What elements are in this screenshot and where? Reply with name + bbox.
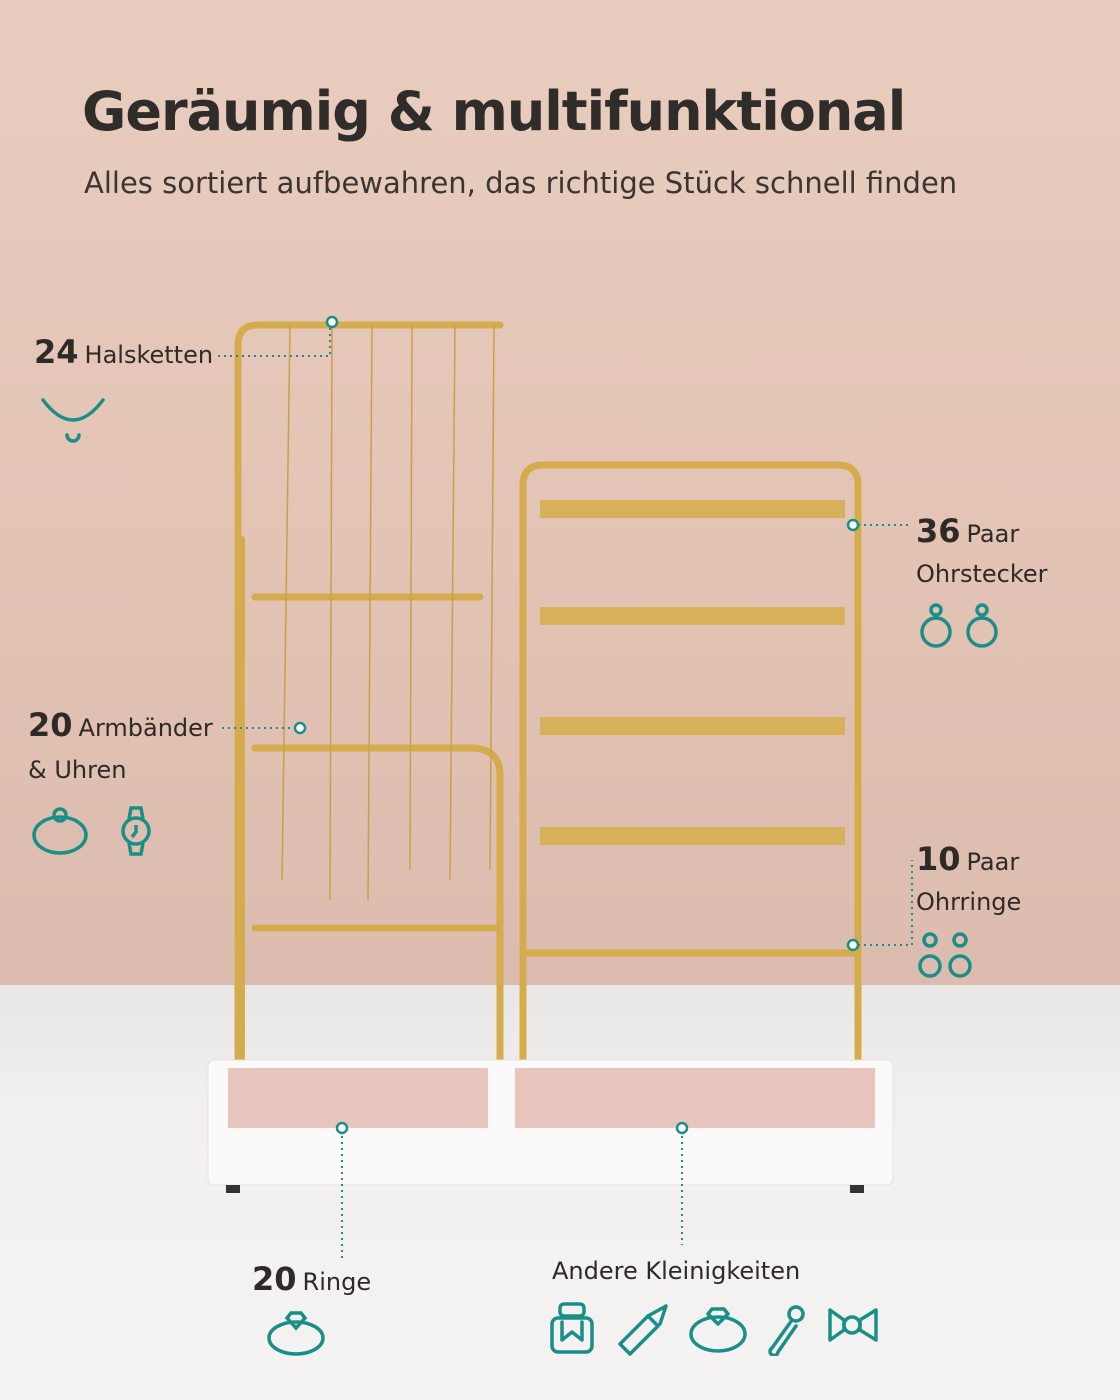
other-items-label: Andere Kleinigkeiten (552, 1257, 801, 1285)
lipstick-icon (618, 1304, 668, 1356)
drop-earrings-icon (918, 932, 972, 978)
bow-icon (828, 1308, 878, 1342)
other-items-icons (550, 1302, 878, 1356)
watch-icon (121, 806, 151, 856)
necklace-icon (41, 398, 105, 443)
perfume-icon (550, 1302, 594, 1354)
bracelet-icon (32, 807, 88, 855)
page-title: Geräumig & multifunktional (82, 80, 906, 143)
table-surface (0, 985, 1120, 1400)
stud-earrings-label-2: Ohrstecker (916, 560, 1048, 588)
brooch-icon (768, 1305, 805, 1356)
stud-earrings-icon (920, 603, 998, 648)
drop-earrings-label-2: Ohrringe (916, 888, 1022, 916)
ring-icon (267, 1311, 325, 1356)
ring-icon (689, 1307, 747, 1353)
bracelets-label-2: & Uhren (28, 756, 127, 784)
page-subtitle: Alles sortiert aufbewahren, das richtige… (84, 166, 958, 200)
